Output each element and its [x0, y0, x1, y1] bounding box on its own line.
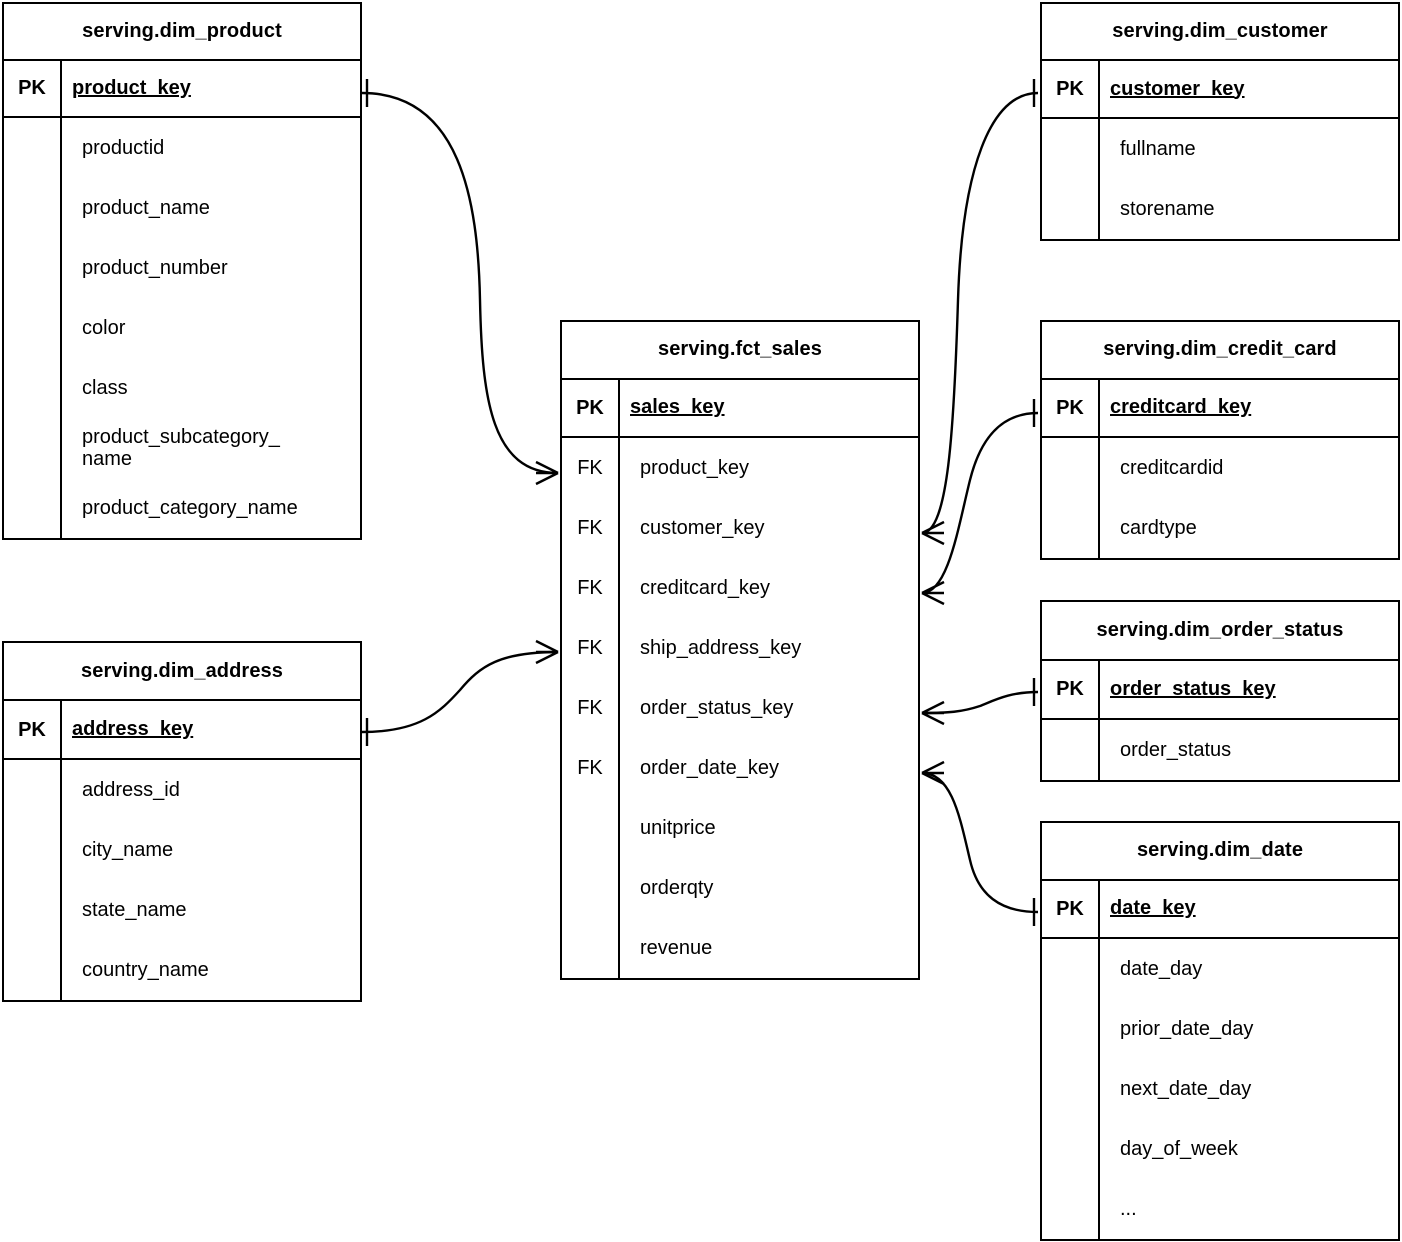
field-list-fct-sales: FK FK FK FK FK FK product_key customer_k… — [562, 438, 918, 978]
field-row: day_of_week — [1120, 1137, 1238, 1160]
relationship-product-sales — [361, 79, 559, 486]
field-list-dim-address: address_id city_name state_name country_… — [4, 760, 360, 1000]
field-row: date_day — [1120, 957, 1203, 980]
key-tag-empty — [562, 858, 618, 918]
field-row: color — [82, 316, 126, 339]
pk-row-dim-product[interactable]: PK product_key — [4, 60, 360, 118]
field-row: next_date_day — [1120, 1077, 1252, 1100]
pk-field-date-key: date_key — [1110, 897, 1196, 920]
fk-tag: FK — [577, 757, 603, 779]
field-row: customer_key — [640, 516, 765, 539]
key-tag-column — [1042, 720, 1100, 780]
field-row: productid — [82, 136, 165, 159]
fk-tag: FK — [577, 517, 603, 539]
pk-tag-cell: PK — [1042, 379, 1100, 436]
entity-dim-credit-card[interactable]: serving.dim_credit_card PK creditcard_ke… — [1040, 320, 1400, 560]
fk-tag: FK — [577, 697, 603, 719]
pk-row-dim-customer[interactable]: PK customer_key — [1042, 61, 1398, 119]
field-row: creditcardid — [1120, 456, 1224, 479]
field-list-dim-customer: fullname storename — [1042, 119, 1398, 239]
pk-row-dim-credit-card[interactable]: PK creditcard_key — [1042, 379, 1398, 438]
key-tag-column: FK FK FK FK FK FK — [562, 438, 620, 978]
field-list-dim-credit-card: creditcardid cardtype — [1042, 438, 1398, 558]
field-row: product_subcategory_ name — [82, 426, 280, 470]
field-row: ... — [1120, 1197, 1137, 1220]
field-row: order_status_key — [640, 696, 794, 719]
relationship-creditcard-sales — [921, 399, 1039, 606]
entity-fct-sales[interactable]: serving.fct_sales PK sales_key FK FK FK … — [560, 320, 920, 980]
relationship-address-sales — [361, 639, 559, 746]
fk-tag: FK — [577, 457, 603, 479]
key-tag-column — [4, 118, 62, 538]
pk-field-address-key: address_key — [72, 718, 194, 740]
pk-field-order-status-key: order_status_key — [1110, 677, 1276, 700]
pk-row-dim-address[interactable]: PK address_key — [4, 701, 360, 760]
field-row: order_date_key — [640, 756, 779, 779]
key-tag-empty — [562, 918, 618, 978]
field-list-dim-product: productid product_name product_number co… — [4, 118, 360, 538]
pk-tag-cell: PK — [4, 60, 62, 116]
field-row: product_name — [82, 196, 210, 219]
key-tag-empty — [562, 798, 618, 858]
entity-title-dim-credit-card: serving.dim_credit_card — [1042, 322, 1398, 380]
field-row: class — [82, 376, 128, 399]
pk-tag-cell: PK — [1042, 880, 1100, 937]
field-row: fullname — [1120, 137, 1196, 160]
entity-title-dim-order-status: serving.dim_order_status — [1042, 602, 1398, 661]
relationship-date-sales — [921, 760, 1039, 926]
pk-tag-cell: PK — [1042, 660, 1100, 718]
field-row: city_name — [82, 838, 174, 861]
field-row: country_name — [82, 958, 209, 981]
key-tag-column — [1042, 119, 1100, 239]
relationship-orderstatus-sales — [921, 678, 1039, 726]
key-tag-column — [4, 760, 62, 1000]
field-row: product_category_name — [82, 496, 298, 519]
pk-field-sales-key: sales_key — [630, 396, 725, 419]
entity-dim-address[interactable]: serving.dim_address PK address_key addre… — [2, 641, 362, 1002]
pk-tag-cell: PK — [562, 379, 620, 436]
relationship-customer-sales — [921, 79, 1039, 546]
entity-dim-customer[interactable]: serving.dim_customer PK customer_key ful… — [1040, 2, 1400, 241]
fk-tag: FK — [577, 637, 603, 659]
pk-tag-cell: PK — [1042, 61, 1100, 117]
field-row: cardtype — [1120, 516, 1197, 539]
field-row: unitprice — [640, 816, 716, 839]
entity-title-dim-product: serving.dim_product — [4, 4, 360, 61]
field-row: address_id — [82, 778, 180, 801]
key-tag-column — [1042, 939, 1100, 1239]
fk-tag: FK — [577, 577, 603, 599]
entity-title-dim-customer: serving.dim_customer — [1042, 4, 1398, 62]
pk-field-product-key: product_key — [72, 76, 191, 99]
field-row: product_key — [640, 456, 749, 479]
field-row: state_name — [82, 898, 187, 921]
entity-dim-product[interactable]: serving.dim_product PK product_key produ… — [2, 2, 362, 540]
entity-title-fct-sales: serving.fct_sales — [562, 322, 918, 380]
entity-dim-order-status[interactable]: serving.dim_order_status PK order_status… — [1040, 600, 1400, 782]
field-row: order_status — [1120, 738, 1232, 761]
field-row: ship_address_key — [640, 636, 802, 659]
field-list-dim-order-status: order_status — [1042, 720, 1398, 780]
entity-title-dim-date: serving.dim_date — [1042, 823, 1398, 881]
field-list-dim-date: date_day prior_date_day next_date_day da… — [1042, 939, 1398, 1239]
pk-row-fct-sales[interactable]: PK sales_key — [562, 379, 918, 438]
entity-dim-date[interactable]: serving.dim_date PK date_key date_day pr… — [1040, 821, 1400, 1241]
field-row: revenue — [640, 936, 713, 959]
entity-title-dim-address: serving.dim_address — [4, 643, 360, 702]
field-row: orderqty — [640, 876, 714, 899]
pk-field-customer-key: customer_key — [1110, 77, 1245, 100]
field-row: storename — [1120, 197, 1215, 220]
pk-tag-cell: PK — [4, 701, 62, 758]
pk-row-dim-order-status[interactable]: PK order_status_key — [1042, 660, 1398, 720]
pk-row-dim-date[interactable]: PK date_key — [1042, 880, 1398, 939]
field-row: product_number — [82, 256, 228, 279]
pk-field-creditcard-key: creditcard_key — [1110, 396, 1252, 419]
field-row: creditcard_key — [640, 576, 771, 599]
field-row: prior_date_day — [1120, 1017, 1254, 1040]
key-tag-column — [1042, 438, 1100, 558]
